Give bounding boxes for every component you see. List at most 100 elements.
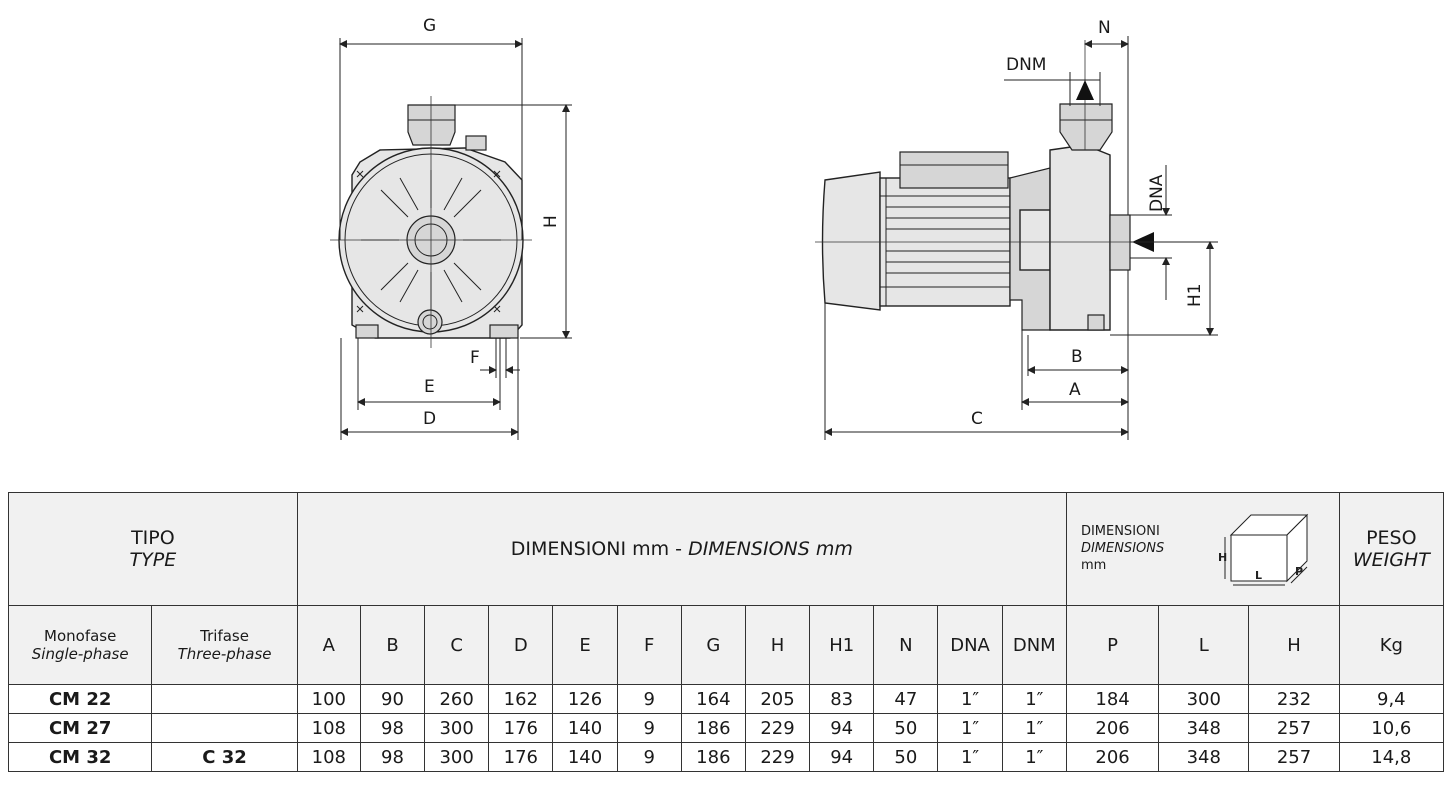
dimensions-header: DIMENSIONI mm - DIMENSIONS mm bbox=[296, 492, 1067, 606]
table-cell: 9 bbox=[616, 742, 682, 772]
label-h1: H1 bbox=[1185, 283, 1205, 307]
table-cell: 140 bbox=[552, 742, 618, 772]
label-d: D bbox=[423, 409, 436, 429]
front-view: G H F E D bbox=[330, 16, 572, 440]
table-cell: 1″ bbox=[937, 684, 1003, 714]
table-cell: 176 bbox=[488, 713, 554, 743]
table-cell: 1″ bbox=[937, 713, 1003, 743]
model-tri bbox=[151, 713, 298, 743]
table-cell: 162 bbox=[488, 684, 554, 714]
col-header: C bbox=[424, 605, 490, 685]
table-cell: 260 bbox=[424, 684, 490, 714]
table-cell: 1″ bbox=[1001, 742, 1067, 772]
col-header: N bbox=[873, 605, 939, 685]
side-view: N DNM DNA H1 B A C bbox=[815, 18, 1218, 440]
table-cell: 83 bbox=[809, 684, 875, 714]
label-b: B bbox=[1071, 347, 1083, 367]
model-mono: CM 32 bbox=[7, 742, 153, 772]
svg-text:P: P bbox=[1295, 565, 1303, 578]
type-header: TIPO TYPE bbox=[8, 492, 298, 606]
table-cell: 9,4 bbox=[1338, 684, 1445, 714]
label-dna: DNA bbox=[1147, 174, 1167, 212]
outlet-arrow-icon bbox=[1076, 80, 1094, 100]
table-cell: 100 bbox=[296, 684, 361, 714]
col-header: E bbox=[552, 605, 618, 685]
table-cell: 348 bbox=[1158, 713, 1250, 743]
model-mono: CM 27 bbox=[7, 713, 153, 743]
table-cell: 10,6 bbox=[1338, 713, 1445, 743]
monofase-header: Monofase Single-phase bbox=[7, 605, 153, 685]
label-a: A bbox=[1069, 380, 1081, 400]
table-cell: 94 bbox=[809, 742, 875, 772]
table-cell: 14,8 bbox=[1338, 742, 1445, 772]
trifase-header: Trifase Three-phase bbox=[151, 605, 298, 685]
svg-text:H: H bbox=[1218, 551, 1227, 564]
model-tri bbox=[151, 684, 298, 714]
table-cell: 1″ bbox=[937, 742, 1003, 772]
table-cell: 108 bbox=[296, 713, 361, 743]
col-header: H1 bbox=[809, 605, 875, 685]
label-h: H bbox=[541, 215, 561, 228]
table-cell: 90 bbox=[359, 684, 426, 714]
table-cell: 186 bbox=[680, 713, 746, 743]
col-header: A bbox=[296, 605, 361, 685]
technical-drawings: G H F E D bbox=[330, 16, 1218, 440]
col-header: F bbox=[616, 605, 682, 685]
table-header-row: TIPO TYPE DIMENSIONI mm - DIMENSIONS mm … bbox=[8, 492, 1445, 606]
table-cell: 108 bbox=[296, 742, 361, 772]
col-header: DNA bbox=[937, 605, 1003, 685]
table-cell: 126 bbox=[552, 684, 618, 714]
table-cell: 257 bbox=[1248, 742, 1340, 772]
table-cell: 50 bbox=[873, 713, 939, 743]
table-cell: 184 bbox=[1065, 684, 1160, 714]
table-cell: 206 bbox=[1065, 742, 1160, 772]
spec-table: TIPO TYPE DIMENSIONI mm - DIMENSIONS mm … bbox=[7, 492, 1445, 772]
table-subheader-row: Monofase Single-phase Trifase Three-phas… bbox=[7, 605, 1445, 685]
table-cell: 229 bbox=[744, 713, 811, 743]
col-header: H bbox=[1248, 605, 1340, 685]
table-cell: 9 bbox=[616, 713, 682, 743]
col-header: Kg bbox=[1338, 605, 1445, 685]
table-cell: 300 bbox=[424, 713, 490, 743]
table-cell: 94 bbox=[809, 713, 875, 743]
packing-dimensions-header: DIMENSIONI DIMENSIONS mm H L P bbox=[1065, 492, 1340, 606]
table-cell: 50 bbox=[873, 742, 939, 772]
col-header: P bbox=[1065, 605, 1160, 685]
table-cell: 348 bbox=[1158, 742, 1250, 772]
label-dnm: DNM bbox=[1006, 55, 1046, 75]
table-cell: 176 bbox=[488, 742, 554, 772]
col-header: DNM bbox=[1001, 605, 1067, 685]
table-cell: 229 bbox=[744, 742, 811, 772]
svg-text:L: L bbox=[1255, 569, 1262, 582]
label-f: F bbox=[470, 348, 480, 368]
table-cell: 1″ bbox=[1001, 713, 1067, 743]
table-cell: 140 bbox=[552, 713, 618, 743]
table-cell: 232 bbox=[1248, 684, 1340, 714]
col-header: D bbox=[488, 605, 554, 685]
table-cell: 186 bbox=[680, 742, 746, 772]
table-cell: 1″ bbox=[1001, 684, 1067, 714]
table-cell: 9 bbox=[616, 684, 682, 714]
col-header: G bbox=[680, 605, 746, 685]
box-icon: H L P bbox=[1218, 513, 1309, 586]
label-n: N bbox=[1098, 18, 1111, 38]
table-cell: 257 bbox=[1248, 713, 1340, 743]
weight-header: PESO WEIGHT bbox=[1338, 492, 1445, 606]
table-cell: 206 bbox=[1065, 713, 1160, 743]
table-cell: 205 bbox=[744, 684, 811, 714]
table-cell: 98 bbox=[359, 742, 426, 772]
label-e: E bbox=[424, 377, 435, 397]
col-header: B bbox=[359, 605, 426, 685]
table-cell: 98 bbox=[359, 713, 426, 743]
table-cell: 300 bbox=[424, 742, 490, 772]
label-c: C bbox=[971, 409, 983, 429]
table-cell: 300 bbox=[1158, 684, 1250, 714]
model-mono: CM 22 bbox=[7, 684, 153, 714]
table-cell: 47 bbox=[873, 684, 939, 714]
model-tri: C 32 bbox=[151, 742, 298, 772]
table-cell: 164 bbox=[680, 684, 746, 714]
